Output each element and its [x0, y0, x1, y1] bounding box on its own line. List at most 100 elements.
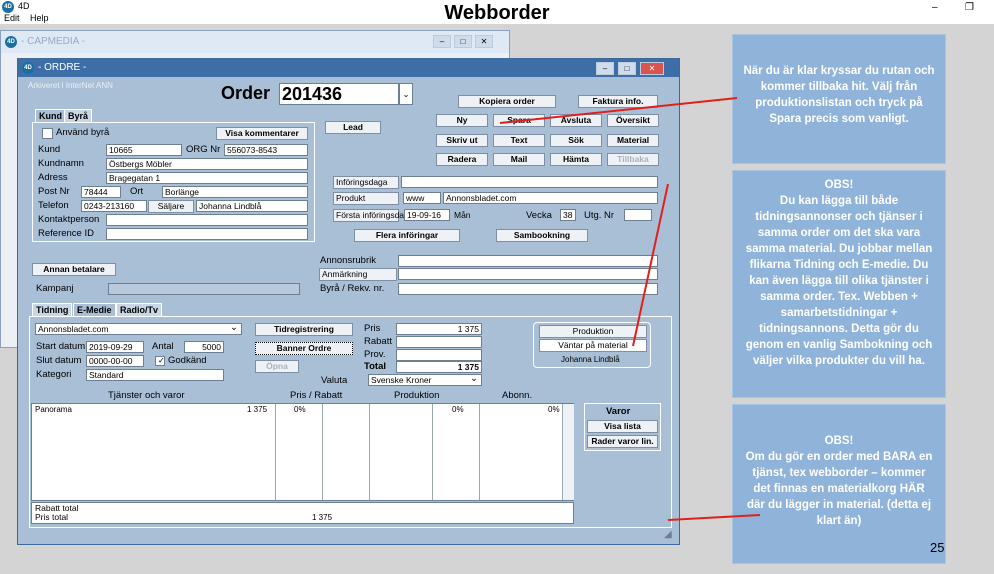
kundnamn-field[interactable]: Östbergs Möbler [106, 158, 308, 170]
table-row[interactable]: Panorama 1 375 0% 0% 0% [32, 405, 560, 416]
reference-field[interactable] [106, 228, 308, 240]
postnr-field[interactable]: 78444 [81, 186, 121, 198]
menu-edit[interactable]: Edit [4, 13, 20, 23]
rader-varor-button[interactable]: Rader varor lin. [587, 435, 658, 448]
restore-icon[interactable]: ❐ [965, 2, 974, 13]
text-button[interactable]: Text [493, 134, 545, 147]
kategori-field[interactable]: Standard [86, 369, 224, 381]
adress-field[interactable]: Bragegatan 1 [106, 172, 308, 184]
saljare-field[interactable]: Johanna Lindblå [196, 200, 308, 212]
vecka-field[interactable]: 38 [560, 209, 576, 221]
menu-help[interactable]: Help [30, 13, 49, 23]
produkt-field[interactable]: Annonsbladet.com [443, 192, 658, 204]
telefon-field[interactable]: 0243-213160 [81, 200, 147, 212]
kontaktperson-field[interactable] [106, 214, 308, 226]
app-name: 4D [18, 1, 30, 11]
ort-field[interactable]: Borlänge [162, 186, 308, 198]
row-name: Panorama [35, 405, 72, 414]
tab-kund[interactable]: Kund [35, 109, 66, 122]
weekday-label: Mån [454, 210, 471, 220]
forsta-inforingsdag-button[interactable]: Första införingsdag [333, 209, 409, 222]
inforingsdag-button[interactable]: Införingsdaga [333, 176, 399, 189]
skriv-ut-button[interactable]: Skriv ut [436, 134, 488, 147]
pris-field[interactable]: 1 375 [396, 323, 482, 335]
pris-total-label: Pris total [35, 512, 69, 522]
valuta-select[interactable]: Svenske Kroner [368, 374, 482, 386]
annonsrubrik-field[interactable] [398, 255, 658, 267]
rabatt-field[interactable] [396, 336, 482, 348]
valuta-chevron-icon[interactable]: ⌄ [470, 373, 478, 384]
table-divider [322, 404, 323, 500]
faktura-info-button[interactable]: Faktura info. [578, 95, 658, 108]
vantar-pa-material-select[interactable]: Väntar på material [539, 339, 647, 352]
capmedia-maximize-icon[interactable]: □ [454, 35, 472, 48]
ny-button[interactable]: Ny [436, 114, 488, 127]
opna-button[interactable]: Öpna [255, 360, 299, 373]
row-produktion: 0% [452, 405, 464, 414]
tab-radio-tv[interactable]: Radio/Tv [116, 303, 163, 316]
radera-button[interactable]: Radera [436, 153, 488, 166]
mail-button[interactable]: Mail [493, 153, 545, 166]
tidregistrering-button[interactable]: Tidregistrering [255, 323, 353, 336]
spara-button[interactable]: Spara [493, 114, 545, 127]
inforingsdag-field[interactable] [401, 176, 658, 188]
slut-datum-field[interactable]: 0000-00-00 [86, 355, 144, 367]
visa-lista-button[interactable]: Visa lista [587, 420, 658, 433]
material-button[interactable]: Material [607, 134, 659, 147]
lead-button[interactable]: Lead [325, 121, 381, 134]
sambookning-button[interactable]: Sambookning [496, 229, 588, 242]
col-produktion: Produktion [394, 390, 440, 401]
hamta-button[interactable]: Hämta [550, 153, 602, 166]
sok-button[interactable]: Sök [550, 134, 602, 147]
order-dropdown-chevron-icon[interactable]: ⌄ [399, 83, 413, 105]
utg-nr-field[interactable] [624, 209, 652, 221]
pris-label: Pris [364, 323, 381, 334]
tab-tidning[interactable]: Tidning [32, 303, 73, 316]
forsta-inforingsdag-field[interactable]: 19-09-16 [404, 209, 450, 221]
banner-ordre-button[interactable]: Banner Ordre [255, 342, 353, 355]
flera-inforingar-button[interactable]: Flera införingar [354, 229, 460, 242]
kund-field[interactable]: 10665 [106, 144, 182, 156]
kampanj-field[interactable] [108, 283, 300, 295]
total-label: Total [364, 361, 386, 372]
antal-field[interactable]: 5000 [184, 341, 224, 353]
annan-betalare-button[interactable]: Annan betalare [32, 263, 116, 276]
ordre-close-icon[interactable]: ✕ [640, 62, 664, 75]
capmedia-minimize-icon[interactable]: – [433, 35, 451, 48]
col-abonn: Abonn. [502, 390, 533, 401]
produkt-button[interactable]: Produkt [333, 192, 399, 205]
visa-kommentarer-button[interactable]: Visa kommentarer [216, 127, 308, 140]
services-table[interactable]: Panorama 1 375 0% 0% 0% [31, 403, 574, 501]
slide-title: Webborder [444, 2, 550, 24]
table-scrollbar[interactable] [562, 404, 574, 500]
kopiera-order-button[interactable]: Kopiera order [458, 95, 556, 108]
ordre-minimize-icon[interactable]: – [596, 62, 614, 75]
order-number-field[interactable]: 201436 [279, 83, 399, 105]
resize-grip-icon[interactable]: ◢ [664, 529, 672, 540]
ort-label: Ort [130, 186, 144, 197]
ordre-maximize-icon[interactable]: □ [618, 62, 636, 75]
anvand-byra-checkbox[interactable] [42, 128, 53, 139]
avsluta-button[interactable]: Avsluta [550, 114, 602, 127]
start-datum-field[interactable]: 2019-09-29 [86, 341, 144, 353]
minimize-icon[interactable]: – [932, 2, 938, 13]
produkt-code-field[interactable]: www [403, 192, 441, 204]
produktion-button[interactable]: Produktion [539, 325, 647, 338]
e-medie-chevron-icon[interactable]: ⌄ [230, 322, 238, 333]
godkand-checkbox[interactable]: ✓ [155, 356, 165, 366]
e-medie-product-select[interactable]: Annonsbladet.com [35, 323, 242, 335]
tillbaka-button[interactable]: Tillbaka [607, 153, 659, 166]
byra-rekv-label: Byrå / Rekv. nr. [320, 283, 385, 294]
prov-field[interactable] [396, 349, 482, 361]
oversikt-button[interactable]: Översikt [607, 114, 659, 127]
org-label: ORG Nr [186, 144, 221, 155]
anmarkning-button[interactable]: Anmärkning [319, 268, 397, 281]
capmedia-close-icon[interactable]: ✕ [475, 35, 493, 48]
anmarkning-field[interactable] [398, 268, 658, 280]
tab-byra[interactable]: Byrå [64, 109, 93, 122]
byra-rekv-field[interactable] [398, 283, 658, 295]
col-pris-rabatt: Pris / Rabatt [290, 390, 343, 401]
tab-e-medie[interactable]: E-Medie [73, 303, 116, 316]
org-field[interactable]: 556073-8543 [224, 144, 308, 156]
saljare-button[interactable]: Säljare [148, 200, 194, 213]
